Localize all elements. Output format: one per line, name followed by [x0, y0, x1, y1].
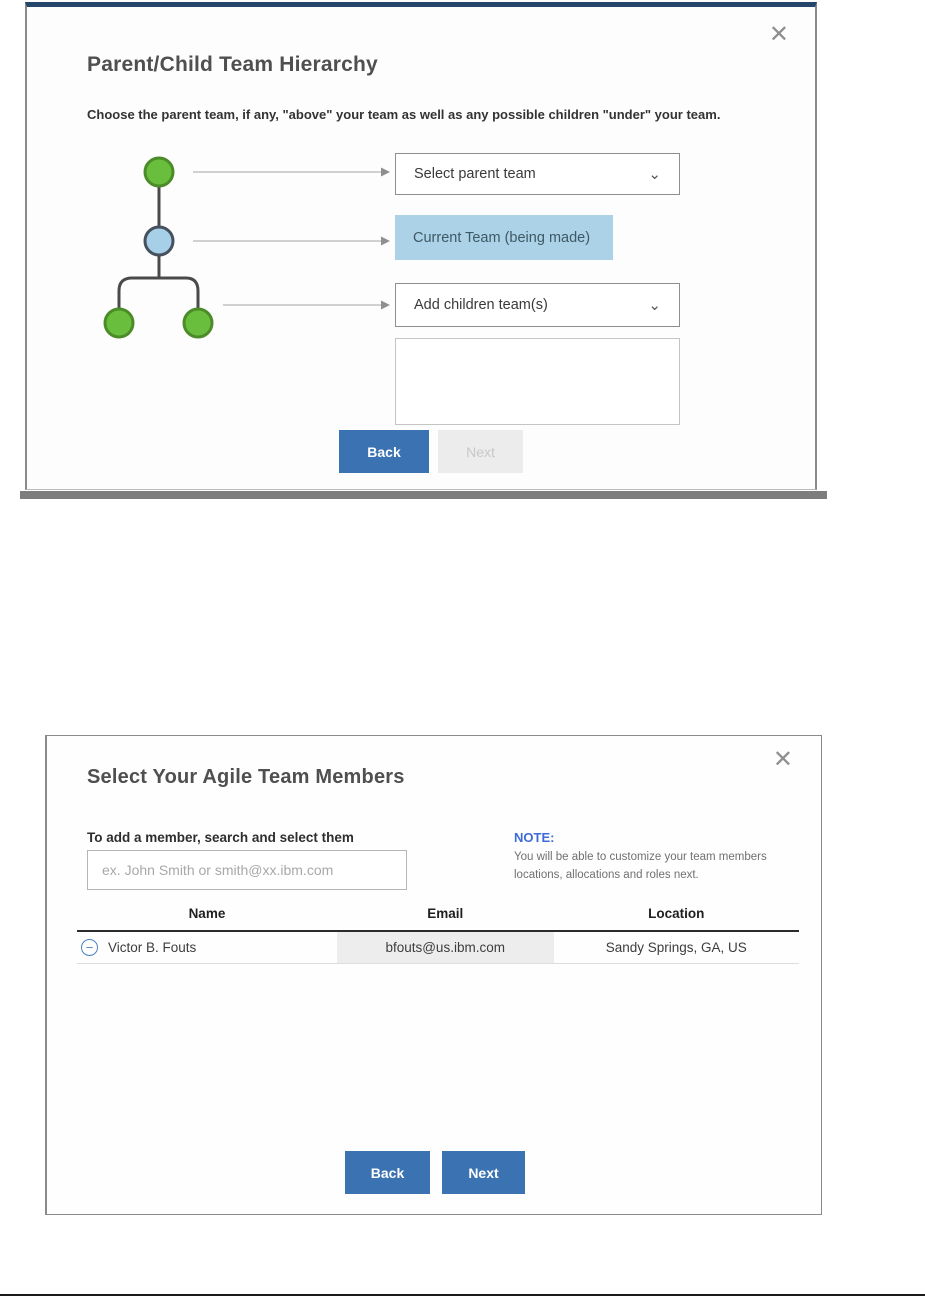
add-children-teams-label: Add children team(s) — [414, 297, 548, 313]
column-header-name: Name — [77, 898, 337, 932]
page-title: Parent/Child Team Hierarchy — [87, 53, 378, 76]
note-body: You will be able to customize your team … — [514, 851, 767, 881]
children-teams-list-box — [395, 338, 680, 425]
select-parent-team-dropdown[interactable]: Select parent team ⌄ — [395, 153, 680, 195]
team-hierarchy-diagram — [103, 156, 390, 339]
child-team-node — [103, 307, 135, 339]
arrow-heads — [381, 167, 390, 310]
parent-team-node — [143, 156, 175, 188]
page-bottom-rule — [0, 1294, 925, 1296]
hierarchy-modal: ✕ Parent/Child Team Hierarchy Choose the… — [25, 2, 817, 490]
note-heading: NOTE: — [514, 830, 555, 845]
arrow-lines — [193, 171, 381, 306]
chevron-down-icon: ⌄ — [648, 297, 661, 314]
close-icon[interactable]: ✕ — [772, 746, 793, 773]
member-location-cell: Sandy Springs, GA, US — [553, 931, 799, 964]
chevron-down-icon: ⌄ — [648, 166, 661, 183]
hierarchy-description: Choose the parent team, if any, "above" … — [87, 107, 721, 122]
child-team-node — [182, 307, 214, 339]
members-table: Name Email Location −Victor B. Fouts bfo… — [77, 898, 799, 964]
member-search-input[interactable] — [87, 850, 407, 890]
current-team-box: Current Team (being made) — [395, 215, 613, 260]
select-parent-team-label: Select parent team — [414, 166, 536, 182]
member-name-cell: −Victor B. Fouts — [77, 931, 337, 964]
note-block: NOTE: You will be able to customize your… — [514, 830, 814, 885]
back-button[interactable]: Back — [345, 1151, 430, 1194]
member-email-cell: bfouts@us.ibm.com — [336, 931, 554, 964]
table-header-row: Name Email Location — [77, 898, 799, 932]
current-team-node — [143, 225, 175, 257]
team-members-modal: ✕ Select Your Agile Team Members To add … — [45, 735, 822, 1215]
column-header-location: Location — [553, 898, 799, 932]
page-title: Select Your Agile Team Members — [87, 766, 405, 788]
next-button: Next — [438, 430, 523, 473]
member-name: Victor B. Fouts — [108, 940, 197, 955]
current-team-label: Current Team (being made) — [413, 229, 591, 246]
back-button[interactable]: Back — [339, 430, 429, 473]
close-icon[interactable]: ✕ — [768, 21, 789, 48]
next-button[interactable]: Next — [442, 1151, 525, 1194]
remove-member-icon[interactable]: − — [81, 939, 98, 956]
table-row: −Victor B. Fouts bfouts@us.ibm.com Sandy… — [77, 931, 799, 964]
tree-connector — [117, 276, 200, 309]
search-label: To add a member, search and select them — [87, 830, 354, 845]
column-header-email: Email — [336, 898, 554, 932]
modal-bottom-shadow — [20, 491, 827, 499]
add-children-teams-dropdown[interactable]: Add children team(s) ⌄ — [395, 283, 680, 327]
